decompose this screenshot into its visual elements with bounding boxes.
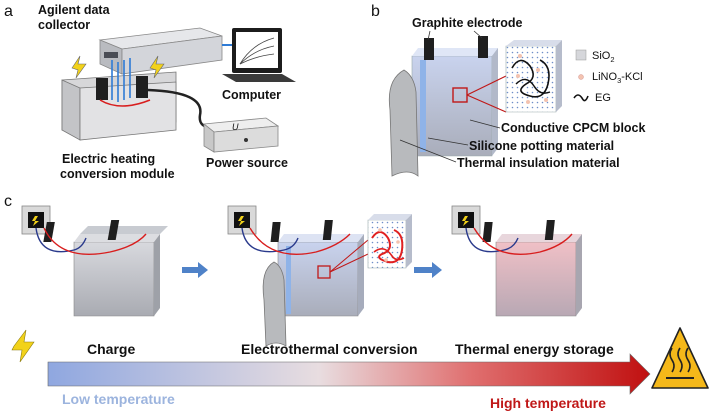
power-source-label: Power source bbox=[206, 156, 288, 170]
high-temperature-label: High temperature bbox=[490, 395, 606, 411]
lightning-icon bbox=[149, 55, 165, 79]
graphite-electrode bbox=[424, 38, 434, 60]
stage-electrothermal-diagram bbox=[227, 205, 412, 347]
panel-b-letter: b bbox=[371, 3, 380, 20]
low-temperature-label: Low temperature bbox=[62, 391, 175, 407]
panel-c-letter: c bbox=[4, 193, 12, 210]
data-collector-label: Agilent data collector bbox=[38, 3, 113, 32]
stage-storage-label: Thermal energy storage bbox=[455, 341, 614, 357]
panel-c: c bbox=[4, 193, 709, 411]
lightning-icon bbox=[11, 329, 35, 363]
heating-module bbox=[61, 71, 177, 141]
insulation-label: Thermal insulation material bbox=[457, 156, 620, 170]
hot-surface-warning-icon bbox=[651, 327, 709, 389]
power-symbol: U bbox=[232, 122, 239, 132]
signal-wires bbox=[111, 58, 131, 102]
microstructure-inset bbox=[505, 40, 562, 113]
eg-legend-swatch bbox=[573, 94, 589, 102]
stage-electrothermal-label: Electrothermal conversion bbox=[241, 341, 418, 357]
panel-b: b Graphite electrode bbox=[371, 3, 646, 177]
stage-charge-diagram bbox=[21, 205, 168, 317]
lightning-icon bbox=[71, 55, 87, 79]
silicone-label: Silicone potting material bbox=[469, 139, 614, 153]
eg-legend-label: EG bbox=[595, 92, 611, 104]
temperature-gradient-arrow bbox=[47, 353, 651, 395]
sio2-legend-label: SiO2 bbox=[592, 50, 615, 64]
power-switch-icon bbox=[458, 212, 474, 228]
power-switch-icon bbox=[234, 212, 250, 228]
module-label: Electric heating conversion module bbox=[60, 152, 175, 181]
panel-a: a Agilent data collector Computer bbox=[4, 3, 296, 181]
salt-legend-label: LiNO3-KCl bbox=[592, 71, 643, 85]
stage-arrow bbox=[182, 262, 208, 278]
stage-charge-label: Charge bbox=[87, 341, 135, 357]
stage-storage-diagram bbox=[451, 205, 582, 317]
sio2-legend-swatch bbox=[575, 49, 587, 61]
graphite-electrode bbox=[478, 36, 488, 58]
graphite-electrode-label: Graphite electrode bbox=[412, 16, 522, 30]
salt-legend-swatch bbox=[578, 74, 584, 80]
power-switch-icon bbox=[28, 212, 44, 228]
power-source-device bbox=[202, 117, 280, 153]
stage-arrow bbox=[414, 262, 442, 278]
data-collector-device bbox=[98, 27, 223, 75]
insulation-sheet bbox=[388, 69, 419, 177]
panel-a-letter: a bbox=[4, 3, 13, 20]
computer-laptop bbox=[222, 28, 296, 82]
cpcm-label: Conductive CPCM block bbox=[501, 121, 646, 135]
computer-label: Computer bbox=[222, 88, 281, 102]
cpcm-block bbox=[411, 48, 498, 157]
